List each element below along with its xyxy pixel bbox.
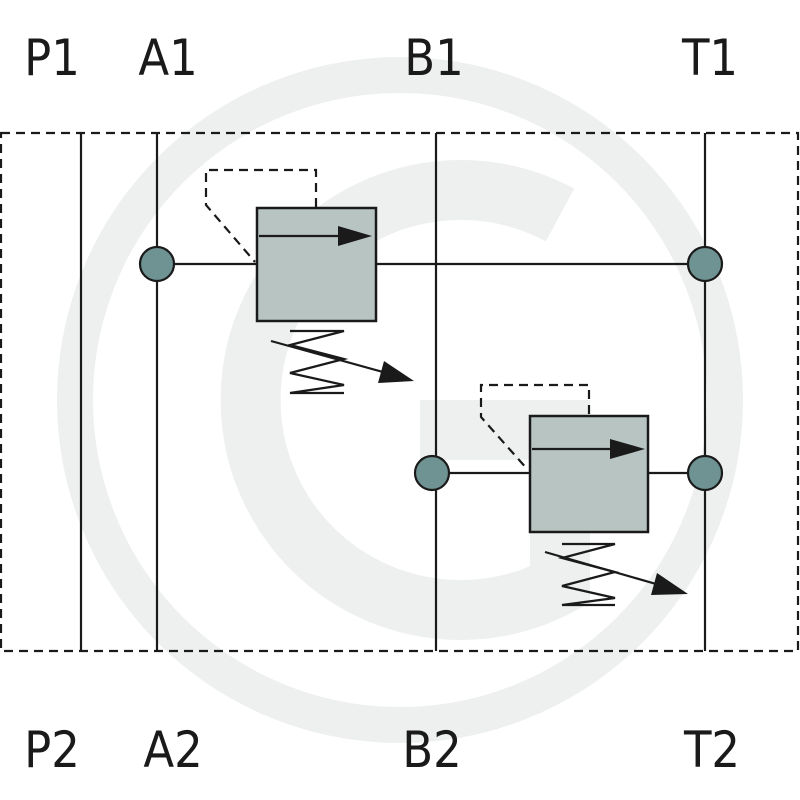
junction-a bbox=[138, 245, 176, 283]
junction-b bbox=[413, 454, 451, 492]
watermark-logo bbox=[57, 57, 743, 743]
housing-outline bbox=[0, 131, 800, 653]
top-port-labels: P1 A1 B1 T1 bbox=[24, 29, 738, 87]
valve-body-2 bbox=[528, 414, 650, 534]
valve-body-1 bbox=[255, 206, 378, 323]
flow-arrow-2-head bbox=[610, 439, 645, 459]
adjust-arrow-2-head bbox=[651, 573, 688, 595]
pilot-line-2 bbox=[479, 383, 591, 471]
bottom-port-labels: P2 A2 B2 T2 bbox=[24, 721, 740, 779]
spring-1 bbox=[285, 329, 349, 395]
port-label-b1: B1 bbox=[404, 29, 463, 87]
spring-2 bbox=[557, 542, 620, 607]
port-label-p1: P1 bbox=[24, 29, 80, 87]
port-label-t1: T1 bbox=[681, 29, 738, 87]
port-label-p2: P2 bbox=[24, 721, 80, 779]
relief-valve-1 bbox=[204, 168, 414, 395]
flow-arrow-1-head bbox=[338, 226, 372, 246]
relief-valve-2 bbox=[479, 383, 688, 607]
adjust-arrow-2-shaft bbox=[544, 550, 664, 588]
junction-t-lower bbox=[686, 454, 724, 492]
adjust-arrow-1-shaft bbox=[270, 339, 391, 376]
port-label-t2: T2 bbox=[683, 721, 740, 779]
port-label-a2: A2 bbox=[143, 721, 202, 779]
junction-t-upper bbox=[686, 245, 724, 283]
port-label-a1: A1 bbox=[138, 29, 197, 87]
port-label-b2: B2 bbox=[402, 721, 461, 779]
adjust-arrow-1-head bbox=[378, 361, 414, 383]
